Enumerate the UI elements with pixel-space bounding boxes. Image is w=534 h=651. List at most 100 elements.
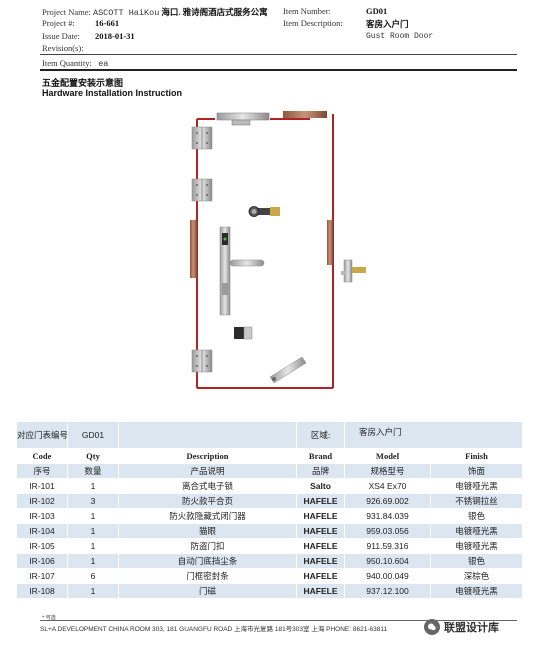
title-cn: 五金配置安装示意图 bbox=[42, 78, 124, 88]
project-no-value: 16-661 bbox=[95, 18, 120, 28]
area-value: 客房入户门 bbox=[343, 421, 524, 449]
door-viewer-icon bbox=[248, 206, 280, 217]
cell-finish: 银色 bbox=[429, 508, 524, 524]
cell-desc: 自动门底挡尘条 bbox=[118, 553, 297, 569]
watermark: 联盟设计库 bbox=[424, 619, 499, 635]
area-label: 区域: bbox=[296, 421, 345, 449]
item-desc-en: Gust Room Door bbox=[366, 32, 434, 41]
issue-date-value: 2018-01-31 bbox=[95, 31, 135, 41]
wechat-icon bbox=[424, 619, 440, 635]
cell-code: IR-107 bbox=[16, 568, 68, 584]
cell-model: 926.69.002 bbox=[344, 493, 431, 509]
col-model-cn: 规格型号 bbox=[344, 463, 431, 479]
project-name-value: ASCOTT HaiKou bbox=[92, 8, 160, 18]
door-bottom-seal-icon bbox=[269, 356, 307, 384]
cell-qty: 6 bbox=[67, 568, 119, 584]
cell-desc: 防火款平合页 bbox=[118, 493, 297, 509]
cell-brand: HAFELE bbox=[296, 493, 345, 509]
item-qty-label: Item Quantity: bbox=[42, 58, 92, 68]
cell-desc: 防火款隐藏式闭门器 bbox=[118, 508, 297, 524]
cell-brand: HAFELE bbox=[296, 523, 345, 539]
hinge-icon bbox=[191, 178, 213, 202]
item-desc-cn: 客房入户门 bbox=[366, 19, 409, 29]
item-number-label: Item Number: bbox=[283, 6, 331, 16]
project-name-label: Project Name: bbox=[42, 7, 91, 17]
footer-address: SL+A DEVELOPMENT CHINA ROOM 303, 181 GUA… bbox=[40, 626, 388, 633]
col-code: Code bbox=[16, 448, 68, 464]
col-model: Model bbox=[344, 448, 431, 464]
cell-desc: 门框密封条 bbox=[118, 568, 297, 584]
col-description-cn: 产品说明 bbox=[118, 463, 297, 479]
cell-model: 931.84.039 bbox=[344, 508, 431, 524]
cell-model: 940.00.049 bbox=[344, 568, 431, 584]
cell-brand: HAFELE bbox=[296, 538, 345, 554]
footer-divider bbox=[40, 620, 517, 621]
cell-model: 937.12.100 bbox=[344, 583, 431, 599]
header-row-en: Code Qty Description Brand Model Finish bbox=[16, 448, 524, 464]
door-code-value: GD01 bbox=[67, 421, 119, 449]
header-divider bbox=[40, 54, 517, 55]
cell-model: 950.10.604 bbox=[344, 553, 431, 569]
cell-finish: 电镀哑光黑 bbox=[429, 478, 524, 494]
cell-finish: 电镀哑光黑 bbox=[429, 583, 524, 599]
col-finish: Finish bbox=[429, 448, 524, 464]
item-number-value: GD01 bbox=[366, 6, 388, 16]
cell-finish: 银色 bbox=[429, 553, 524, 569]
cell-code: IR-106 bbox=[16, 553, 68, 569]
cell-brand: Salto bbox=[296, 478, 345, 494]
cell-qty: 1 bbox=[67, 478, 119, 494]
cell-model: 959.03.056 bbox=[344, 523, 431, 539]
door-frame bbox=[196, 114, 334, 389]
footnote: * 可选 bbox=[42, 616, 56, 621]
qty-divider bbox=[40, 69, 517, 71]
door-code-label: 对应门表编号 bbox=[16, 421, 68, 449]
cell-brand: HAFELE bbox=[296, 508, 345, 524]
hardware-diagram bbox=[190, 111, 366, 389]
cell-brand: HAFELE bbox=[296, 553, 345, 569]
title-en: Hardware Installation Instruction bbox=[42, 88, 183, 98]
cell-model: XS4 Ex70 bbox=[344, 478, 431, 494]
project-name-cn: 海口. 雅诗阁酒店式服务公寓 bbox=[161, 7, 268, 17]
cell-finish: 不锈钢拉丝 bbox=[429, 493, 524, 509]
project-no-label: Project #: bbox=[42, 18, 75, 28]
cell-qty: 1 bbox=[67, 538, 119, 554]
col-qty: Qty bbox=[67, 448, 119, 464]
cell-code: IR-102 bbox=[16, 493, 68, 509]
seal-strip-top bbox=[283, 111, 327, 118]
cell-code: IR-103 bbox=[16, 508, 68, 524]
door-guard-icon bbox=[341, 259, 366, 283]
item-qty-value: ea bbox=[98, 59, 109, 69]
cell-code: IR-108 bbox=[16, 583, 68, 599]
cell-brand: HAFELE bbox=[296, 568, 345, 584]
cell-code: IR-104 bbox=[16, 523, 68, 539]
cell-desc: 猫眼 bbox=[118, 523, 297, 539]
seal-strip-left bbox=[190, 220, 197, 278]
watermark-text: 联盟设计库 bbox=[444, 622, 499, 634]
cell-brand: HAFELE bbox=[296, 583, 345, 599]
electronic-lock-icon bbox=[219, 226, 265, 316]
col-finish-cn: 饰面 bbox=[429, 463, 524, 479]
cell-qty: 1 bbox=[67, 583, 119, 599]
issue-date-label: Issue Date: bbox=[42, 31, 81, 41]
cell-qty: 1 bbox=[67, 553, 119, 569]
cell-qty: 1 bbox=[67, 523, 119, 539]
item-desc-label: Item Description: bbox=[283, 18, 343, 28]
door-magnet-icon bbox=[234, 326, 253, 340]
cell-desc: 离合式电子锁 bbox=[118, 478, 297, 494]
col-brand-cn: 品牌 bbox=[296, 463, 345, 479]
cell-finish: 电镀哑光黑 bbox=[429, 538, 524, 554]
cell-qty: 1 bbox=[67, 508, 119, 524]
hinge-icon bbox=[191, 126, 213, 150]
cell-qty: 3 bbox=[67, 493, 119, 509]
door-code-row: 对应门表编号 GD01 区域: 客房入户门 bbox=[16, 421, 524, 449]
cell-code: IR-105 bbox=[16, 538, 68, 554]
header-row-cn: 序号 数量 产品说明 品牌 规格型号 饰面 bbox=[16, 463, 524, 479]
door-closer-icon bbox=[216, 112, 270, 126]
